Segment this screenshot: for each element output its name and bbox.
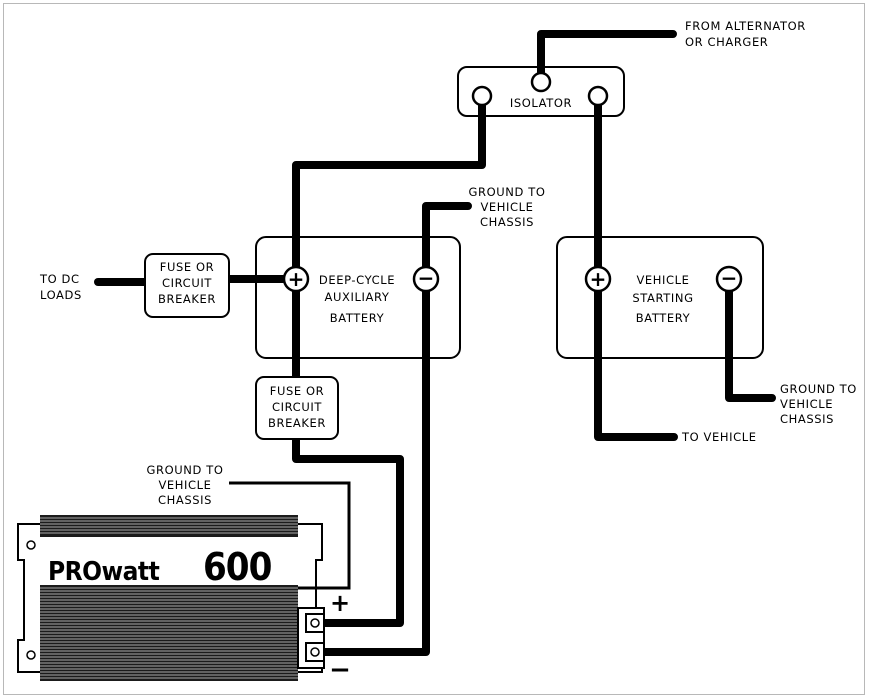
inverter-model: 600 bbox=[203, 545, 272, 589]
fuse-inverter-box bbox=[255, 376, 339, 440]
aux-battery-label-line1: DEEP-CYCLE bbox=[319, 273, 395, 287]
alternator-label-line2: OR CHARGER bbox=[685, 35, 768, 49]
aux-battery-label-line2: AUXILIARY bbox=[325, 290, 390, 304]
wire-aux-negative-to-inverter-negative bbox=[320, 287, 430, 656]
ground-aux-line3: CHASSIS bbox=[480, 215, 534, 229]
aux-battery-box bbox=[255, 236, 461, 359]
fuse-inverter: FUSE OR CIRCUIT BREAKER bbox=[255, 376, 339, 440]
inverter-positive-bolt bbox=[310, 618, 320, 628]
fuse-inverter-line3: BREAKER bbox=[268, 416, 326, 430]
vehicle-negative-symbol: − bbox=[721, 266, 738, 290]
aux-battery-label-line3: BATTERY bbox=[330, 311, 385, 325]
isolator-box bbox=[457, 66, 625, 117]
inverter-left-flange bbox=[17, 523, 43, 673]
isolator: ISOLATOR bbox=[457, 66, 625, 117]
wires bbox=[94, 30, 776, 656]
dc-loads-label-line2: LOADS bbox=[40, 288, 82, 302]
wire-aux-negative-ground bbox=[422, 202, 472, 272]
vehicle-negative-terminal bbox=[715, 265, 743, 293]
inverter-negative-terminal bbox=[305, 642, 325, 662]
inverter-heatsink-fins bbox=[40, 517, 298, 679]
fuse-inverter-line2: CIRCUIT bbox=[272, 400, 322, 414]
wire-isolator-to-aux-positive bbox=[292, 100, 486, 272]
inverter-brand: PROwatt bbox=[48, 557, 160, 587]
ground-inverter-line3: CHASSIS bbox=[158, 493, 212, 507]
alternator-label-line1: FROM ALTERNATOR bbox=[685, 19, 806, 33]
diagram-frame bbox=[3, 3, 865, 695]
inverter-positive-symbol: + bbox=[330, 589, 350, 617]
inverter-positive-terminal bbox=[305, 613, 325, 633]
vehicle-battery-label-line2: STARTING bbox=[632, 291, 693, 305]
dc-loads-label-line1: TO DC bbox=[39, 272, 80, 286]
vehicle-battery-box bbox=[556, 236, 764, 359]
to-vehicle-label: TO VEHICLE bbox=[681, 430, 757, 444]
ground-aux-line1: GROUND TO bbox=[469, 185, 546, 199]
isolator-label: ISOLATOR bbox=[510, 96, 572, 110]
inverter-left-flange-hole-top bbox=[26, 540, 36, 550]
inverter: PROwatt 600 + − bbox=[17, 515, 351, 685]
vehicle-battery-label-line3: BATTERY bbox=[636, 311, 691, 325]
aux-negative-terminal bbox=[412, 265, 440, 293]
fuse-dc-loads-line2: CIRCUIT bbox=[162, 276, 212, 290]
vehicle-positive-symbol: + bbox=[590, 267, 607, 291]
fuse-inverter-line1: FUSE OR bbox=[270, 384, 325, 398]
vehicle-positive-terminal bbox=[584, 265, 612, 293]
aux-battery: + − DEEP-CYCLE AUXILIARY BATTERY bbox=[255, 236, 461, 359]
vehicle-battery: + − VEHICLE STARTING BATTERY bbox=[556, 236, 764, 359]
wire-vehicle-positive-to-vehicle bbox=[594, 287, 678, 441]
fuse-dc-loads-line3: BREAKER bbox=[158, 292, 216, 306]
aux-positive-symbol: + bbox=[288, 267, 305, 291]
aux-negative-symbol: − bbox=[418, 266, 435, 290]
aux-positive-terminal bbox=[282, 265, 310, 293]
ground-inverter-line2: VEHICLE bbox=[158, 478, 211, 492]
fuse-dc-loads-box bbox=[144, 253, 230, 318]
ground-vehicle-line2: VEHICLE bbox=[780, 397, 833, 411]
wire-alternator-feed bbox=[537, 30, 677, 76]
isolator-right-terminal bbox=[587, 85, 609, 107]
inverter-negative-bolt bbox=[310, 647, 320, 657]
wire-inverter-chassis-ground bbox=[229, 481, 351, 590]
inverter-negative-symbol: − bbox=[329, 655, 351, 685]
ground-aux-line2: VEHICLE bbox=[480, 200, 533, 214]
isolator-left-terminal bbox=[471, 85, 493, 107]
wire-fuse-to-inverter-positive bbox=[292, 436, 404, 627]
fuse-dc-loads: FUSE OR CIRCUIT BREAKER bbox=[144, 253, 230, 318]
ground-vehicle-line3: CHASSIS bbox=[780, 412, 834, 426]
inverter-left-flange-hole-bottom bbox=[26, 650, 36, 660]
ground-inverter-line1: GROUND TO bbox=[147, 463, 224, 477]
fuse-dc-loads-line1: FUSE OR bbox=[160, 260, 215, 274]
ground-vehicle-line1: GROUND TO bbox=[780, 382, 857, 396]
inverter-label-band bbox=[40, 537, 298, 585]
wire-vehicle-negative-ground bbox=[725, 287, 776, 402]
isolator-input-terminal bbox=[530, 71, 552, 93]
vehicle-battery-label-line1: VEHICLE bbox=[636, 273, 689, 287]
